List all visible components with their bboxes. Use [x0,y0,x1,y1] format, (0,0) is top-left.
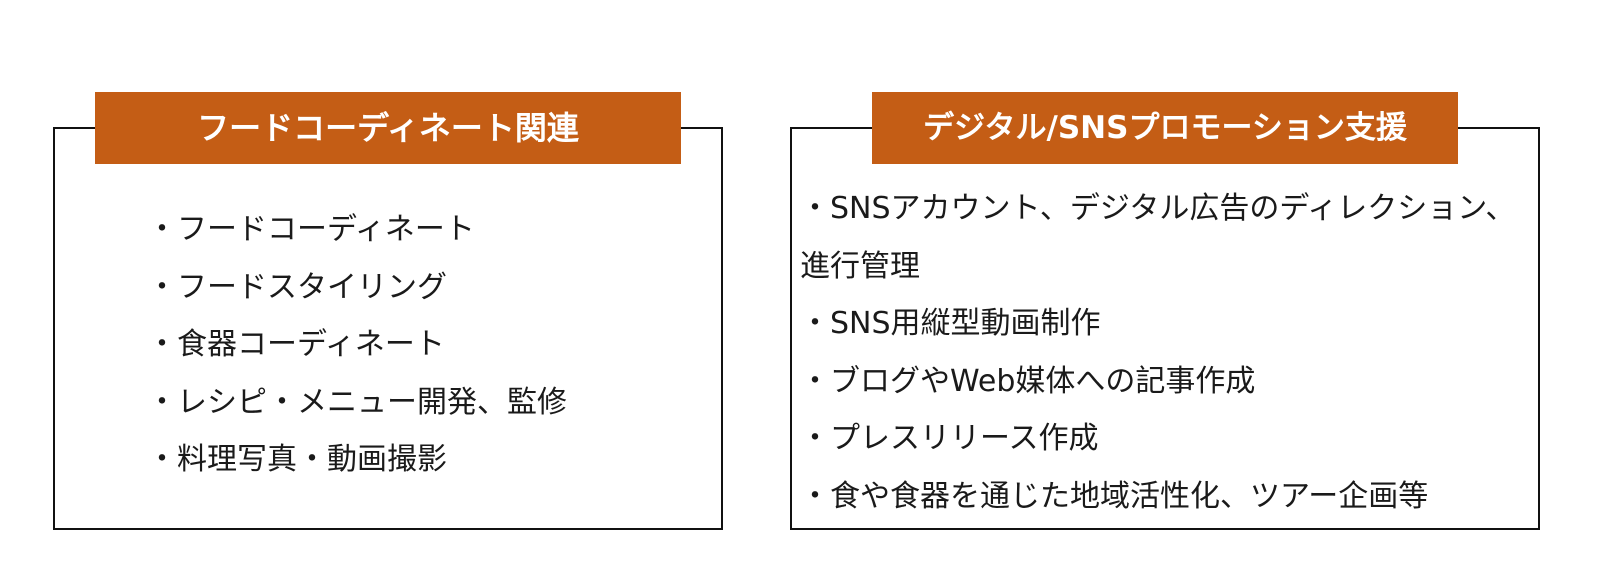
list-item-label: レシピ・メニュー開発、監修 [177,384,567,420]
bullet: ・ [800,191,830,226]
list-item-label: フードコーディネート [177,212,475,247]
list-item-label: SNSアカウント、デジタル広告のディレクション、進行管理 [800,191,1516,284]
bullet: ・ [800,478,830,514]
list-item-label: 食器コーディネート [177,327,445,362]
bullet: ・ [147,384,177,420]
list-item: ・食器コーディネート [147,316,567,374]
list-item-label: 料理写真・動画撮影 [177,442,447,477]
list-item: ・料理写真・動画撮影 [147,431,567,489]
list-item-label: 食や食器を通じた地域活性化、ツアー企画等 [830,478,1429,514]
bullet: ・ [800,421,830,456]
bullet: ・ [147,327,177,362]
bullet: ・ [800,363,830,399]
list-item: ・食や食器を通じた地域活性化、ツアー企画等 [800,468,1520,526]
food-coordinate-panel: フードコーディネート関連 ・フードコーディネート ・フードスタイリング ・食器コ… [53,92,723,530]
list-item-label: フードスタイリング [177,269,447,305]
bullet: ・ [147,442,177,477]
bullet: ・ [147,212,177,247]
list-item-label: プレスリリース作成 [830,421,1099,456]
list-item: ・プレスリリース作成 [800,410,1520,468]
list-item: ・レシピ・メニュー開発、監修 [147,374,567,432]
list-item: ・フードスタイリング [147,259,567,317]
bullet: ・ [800,306,830,341]
bullet: ・ [147,269,177,305]
digital-sns-promotion-panel-title: デジタル/SNSプロモーション支援 [872,92,1458,164]
list-item: ・ブログやWeb媒体への記事作成 [800,353,1520,411]
digital-sns-service-list: ・SNSアカウント、デジタル広告のディレクション、進行管理 ・SNS用縦型動画制… [800,180,1520,525]
list-item: ・SNS用縦型動画制作 [800,295,1520,353]
food-coordinate-panel-title: フードコーディネート関連 [95,92,681,164]
digital-sns-promotion-panel: デジタル/SNSプロモーション支援 ・SNSアカウント、デジタル広告のディレクシ… [790,92,1540,530]
list-item: ・フードコーディネート [147,201,567,259]
food-coordinate-service-list: ・フードコーディネート ・フードスタイリング ・食器コーディネート ・レシピ・メ… [147,201,567,489]
list-item: ・SNSアカウント、デジタル広告のディレクション、進行管理 [800,180,1520,295]
list-item-label: ブログやWeb媒体への記事作成 [830,363,1256,399]
list-item-label: SNS用縦型動画制作 [830,306,1101,341]
